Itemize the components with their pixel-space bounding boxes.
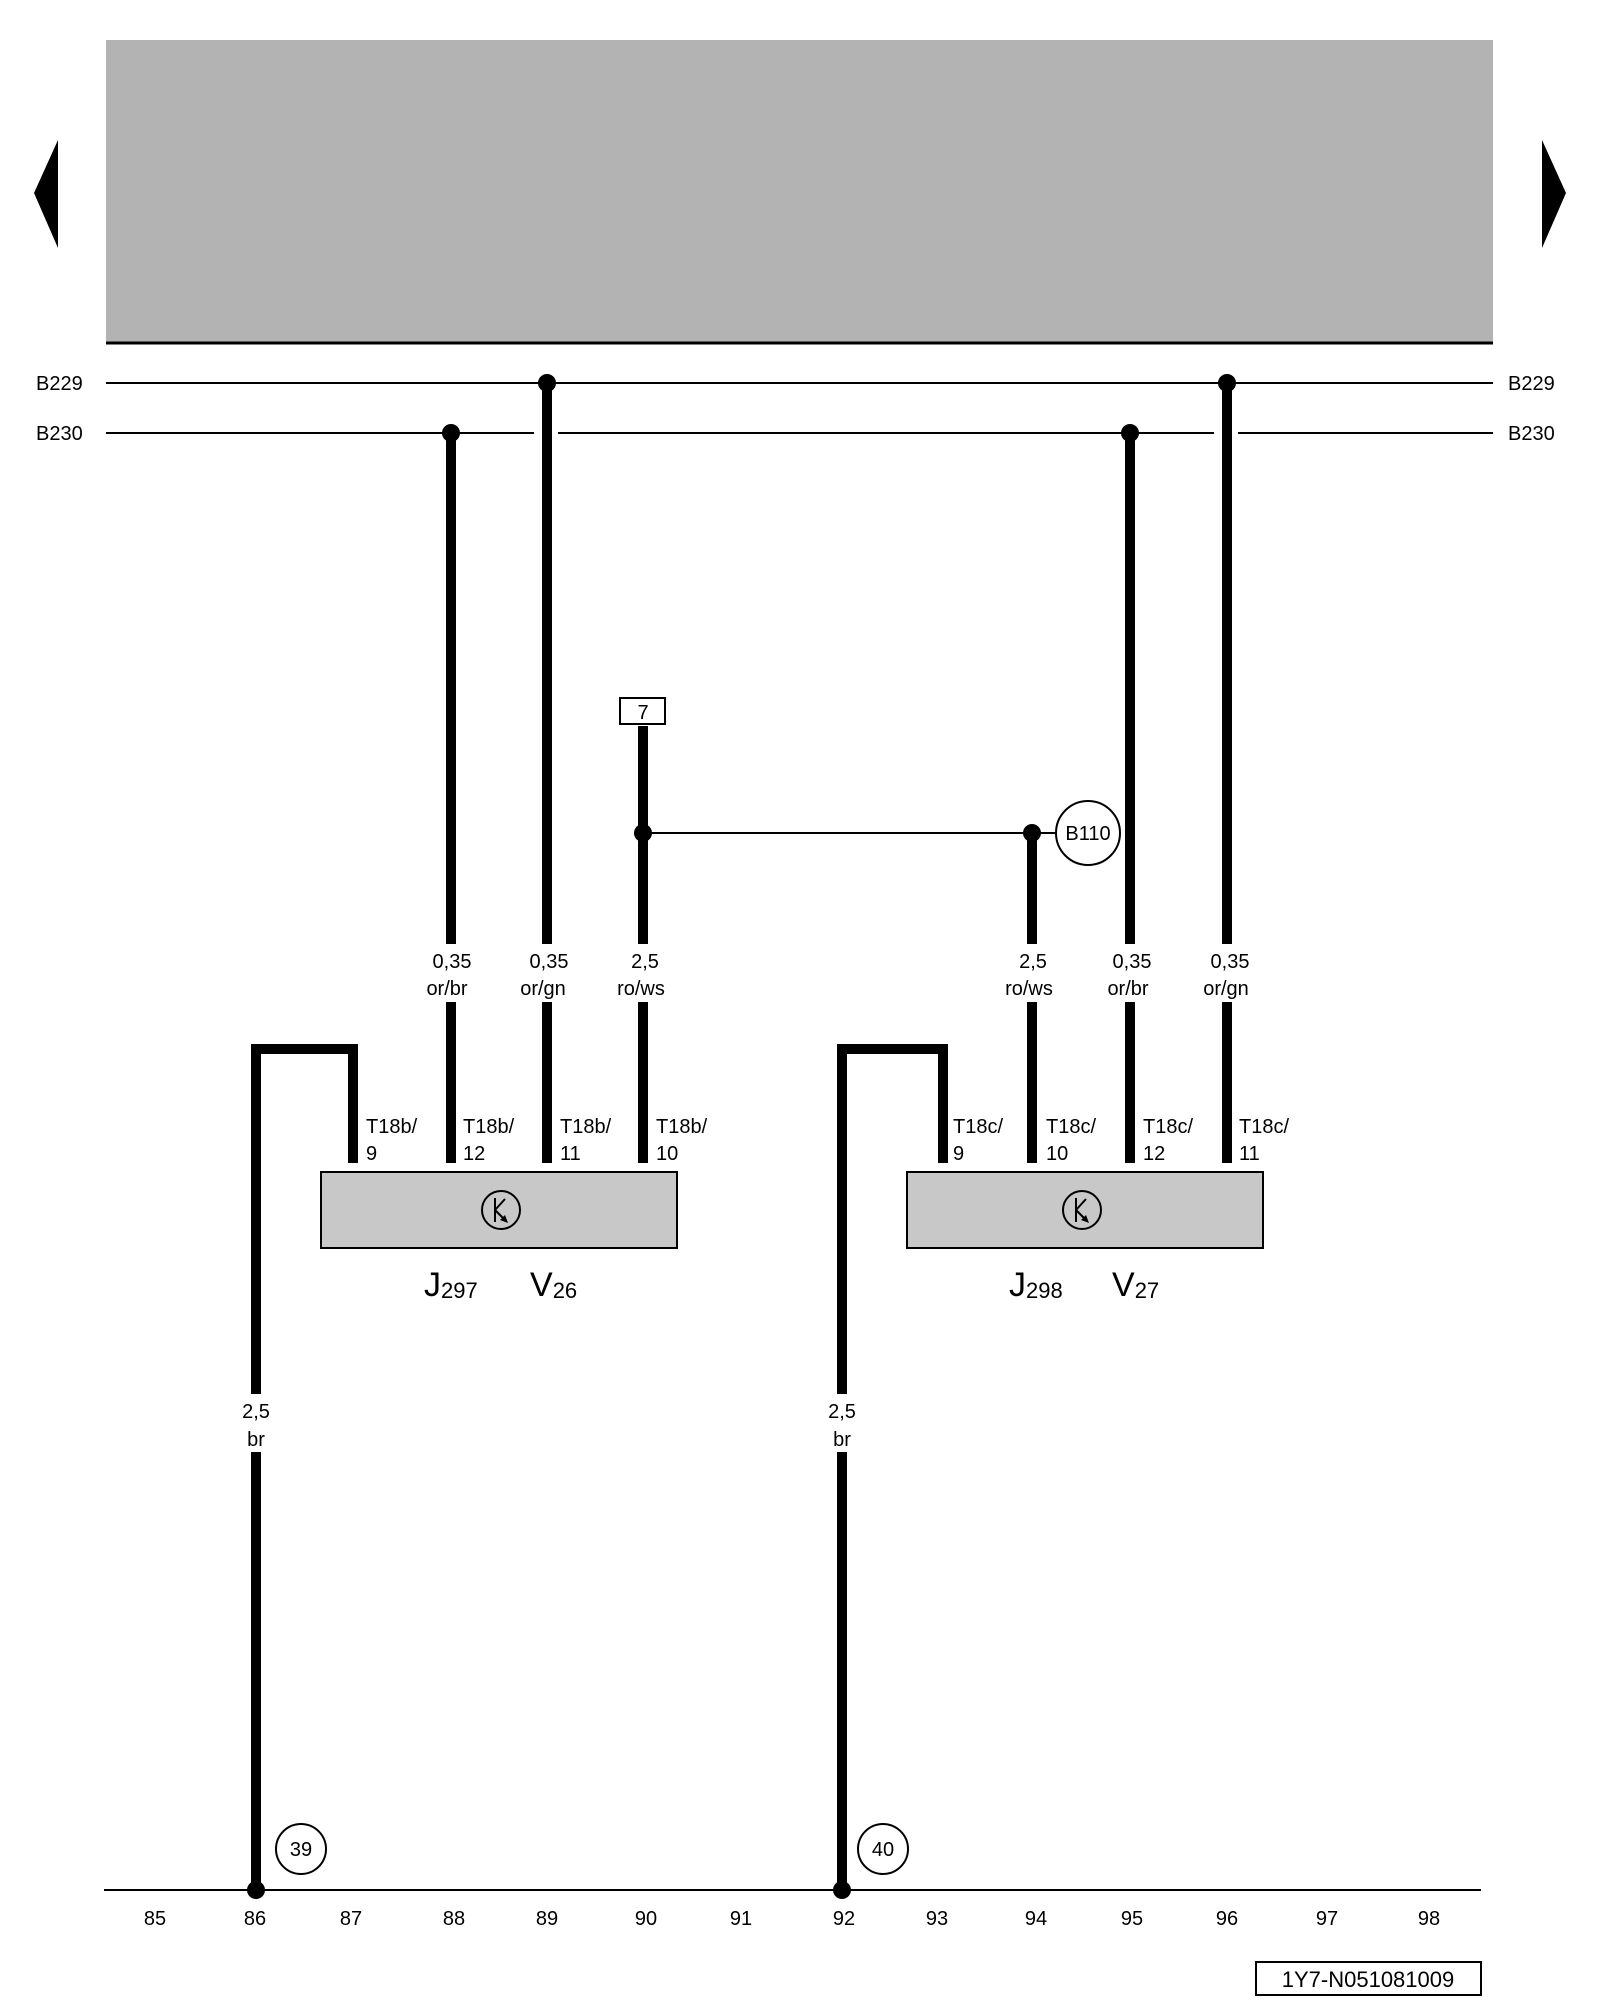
wire-color-ground-39: br xyxy=(247,1429,265,1451)
component-label-j297: J297 xyxy=(424,1266,478,1304)
bus-label-b230-right: B230 xyxy=(1508,423,1555,445)
wire-color-ground-40: br xyxy=(833,1429,851,1451)
bus-label-b230-left: B230 xyxy=(36,423,83,445)
pin-num-j297-11: 11 xyxy=(560,1143,581,1165)
ground-point-40-circle xyxy=(857,1823,909,1875)
doc-id-label: 1Y7-N051081009 xyxy=(1282,1967,1454,1992)
pin-num-j298-10: 10 xyxy=(1046,1143,1068,1165)
track-number: 98 xyxy=(1418,1908,1440,1930)
pin-label-j298-11: T18c/ xyxy=(1239,1116,1289,1138)
pin-arrow xyxy=(542,1147,552,1157)
pin-arrow xyxy=(348,1147,358,1157)
junctions xyxy=(247,374,1236,1899)
next-page-icon[interactable] xyxy=(1542,140,1566,248)
pin-arrow xyxy=(638,1147,648,1157)
pin-label-j297-11: T18b/ xyxy=(560,1116,612,1138)
track-number: 96 xyxy=(1216,1908,1238,1930)
connector-b110-circle xyxy=(1055,800,1121,866)
connector-b110-label: B110 xyxy=(1065,823,1110,845)
component-label-v26: V26 xyxy=(530,1266,577,1304)
ground-point-39-label: 39 xyxy=(290,1839,312,1861)
wire-group xyxy=(251,383,1232,1890)
pin-num-j298-11: 11 xyxy=(1239,1143,1260,1165)
fuse-ref-label: 7 xyxy=(637,702,648,724)
component-label-v27: V27 xyxy=(1112,1266,1159,1304)
wire-color-j298-10: ro/ws xyxy=(1005,978,1053,1000)
wire-size-j298-11: 0,35 xyxy=(1211,951,1250,973)
header-panel xyxy=(106,40,1493,342)
pin-label-j297-12: T18b/ xyxy=(463,1116,515,1138)
track-number: 90 xyxy=(635,1908,657,1930)
transistor-icon xyxy=(1062,1190,1102,1230)
wire-size-j297-12: 0,35 xyxy=(433,951,472,973)
track-number: 92 xyxy=(833,1908,855,1930)
wire-ground-40 xyxy=(837,1044,948,1890)
pin-label-j297-10: T18b/ xyxy=(656,1116,708,1138)
label-gaps xyxy=(236,944,1263,1452)
wire-size-ground-40: 2,5 xyxy=(828,1401,856,1423)
pin-label-j298-12: T18c/ xyxy=(1143,1116,1193,1138)
component-box-j298 xyxy=(906,1171,1264,1249)
track-number: 97 xyxy=(1316,1908,1338,1930)
pin-num-j298-12: 12 xyxy=(1143,1143,1165,1165)
pin-arrow xyxy=(938,1147,948,1157)
junction-b229-j297 xyxy=(538,374,556,392)
bus-label-b229-left: B229 xyxy=(36,373,83,395)
component-box-j297 xyxy=(320,1171,678,1249)
wire-size-j298-12: 0,35 xyxy=(1113,951,1152,973)
pin-arrow xyxy=(1027,1147,1037,1157)
doc-id-box xyxy=(1255,1961,1482,1996)
wire-color-j297-11: or/gn xyxy=(520,978,566,1000)
track-number: 88 xyxy=(443,1908,465,1930)
ground-point-40-label: 40 xyxy=(872,1839,894,1861)
pin-num-j298-9: 9 xyxy=(953,1143,964,1165)
track-number: 91 xyxy=(730,1908,752,1930)
wire-ground-39 xyxy=(251,1044,358,1890)
component-label-j298: J298 xyxy=(1009,1266,1063,1304)
junction-b230-j297 xyxy=(442,424,460,442)
junction-b230-j298 xyxy=(1121,424,1139,442)
track-number: 94 xyxy=(1025,1908,1047,1930)
bus-label-b229-right: B229 xyxy=(1508,373,1555,395)
wire-color-j297-10: ro/ws xyxy=(617,978,665,1000)
pin-num-j297-9: 9 xyxy=(366,1143,377,1165)
ground-point-39-circle xyxy=(275,1823,327,1875)
pin-num-j297-12: 12 xyxy=(463,1143,485,1165)
wire-size-j297-11: 0,35 xyxy=(530,951,569,973)
pin-num-j297-10: 10 xyxy=(656,1143,678,1165)
pin-arrow xyxy=(446,1147,456,1157)
wire-color-j298-12: or/br xyxy=(1107,978,1148,1000)
fuse-ref-box xyxy=(619,697,666,725)
wire-size-j298-10: 2,5 xyxy=(1019,951,1047,973)
track-number: 89 xyxy=(536,1908,558,1930)
pin-label-j298-9: T18c/ xyxy=(953,1116,1003,1138)
track-number: 87 xyxy=(340,1908,362,1930)
track-number: 85 xyxy=(144,1908,166,1930)
pin-label-j298-10: T18c/ xyxy=(1046,1116,1096,1138)
transistor-arrow-icon xyxy=(500,1215,508,1223)
junction-b229-j298 xyxy=(1218,374,1236,392)
track-number: 95 xyxy=(1121,1908,1143,1930)
wire-color-j297-12: or/br xyxy=(426,978,467,1000)
pin-arrow xyxy=(1222,1147,1232,1157)
pin-labels: T18b/ 9 T18b/ 12 T18b/ 11 T18b/ 10 T18c/… xyxy=(366,1116,1289,1165)
track-number: 93 xyxy=(926,1908,948,1930)
wire-size-j297-10: 2,5 xyxy=(631,951,659,973)
pin-arrows xyxy=(348,1147,1232,1157)
pin-arrow xyxy=(1125,1147,1135,1157)
pin-label-j297-9: T18b/ xyxy=(366,1116,418,1138)
wire-labels: 0,35 or/br 0,35 or/gn 2,5 ro/ws 2,5 ro/w… xyxy=(242,951,1249,1451)
wire-color-j298-11: or/gn xyxy=(1203,978,1249,1000)
previous-page-icon[interactable] xyxy=(34,140,58,248)
transistor-arrow-icon xyxy=(1081,1215,1089,1223)
wire-size-ground-39: 2,5 xyxy=(242,1401,270,1423)
track-number: 86 xyxy=(244,1908,266,1930)
track-numbers: 85 86 87 88 89 90 91 92 93 94 95 96 97 9… xyxy=(144,1908,1440,1930)
